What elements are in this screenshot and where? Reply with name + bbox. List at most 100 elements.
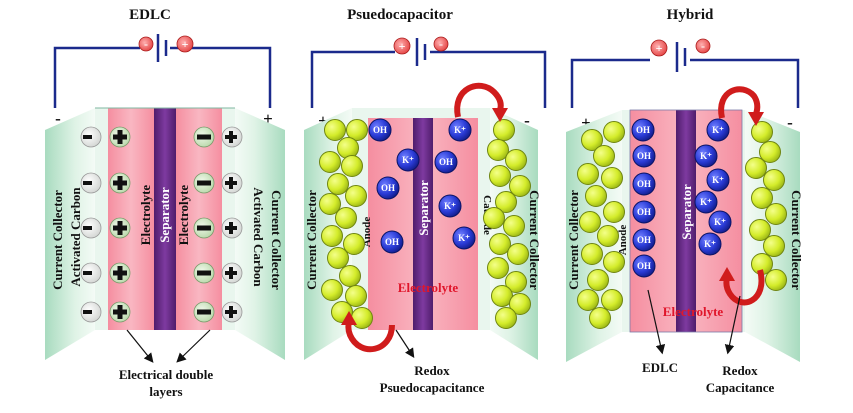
electrode-particle <box>597 225 619 247</box>
electrode-particle <box>343 233 365 255</box>
electrode-particle <box>487 257 509 279</box>
svg-text:+: + <box>656 41 663 55</box>
electrode-particle <box>765 269 787 291</box>
svg-text:K⁺: K⁺ <box>444 201 456 211</box>
wire-left <box>53 46 140 108</box>
svg-text:K⁺: K⁺ <box>454 125 466 135</box>
electrode-particle <box>603 251 625 273</box>
potassium-ion: K⁺ <box>698 232 722 256</box>
svg-text:K⁺: K⁺ <box>700 151 712 161</box>
potassium-ion: K⁺ <box>452 226 476 250</box>
redox-arrow-bottom <box>345 321 395 353</box>
hydroxide-ion: OH <box>632 254 656 278</box>
electrode-particle <box>319 151 341 173</box>
wire-left <box>310 50 395 108</box>
negative-charge-icon <box>80 217 102 239</box>
svg-text:-: - <box>144 37 148 51</box>
redox-arrow-bottom-head <box>719 267 735 281</box>
electrode-particle <box>763 169 785 191</box>
positive-charge-icon <box>221 262 243 284</box>
negative-ion-icon <box>193 262 215 284</box>
electrode-particle <box>765 203 787 225</box>
caption-line-2: Capacitance <box>706 380 775 395</box>
label-separator: Separator <box>157 187 172 243</box>
battery-negative-icon <box>138 36 154 52</box>
electrode-particle <box>603 201 625 223</box>
positive-ion-icon <box>109 172 131 194</box>
battery-symbol: - + <box>138 34 194 62</box>
electrode-particle <box>495 307 517 329</box>
separator <box>154 108 176 330</box>
electrode-particle <box>489 233 511 255</box>
potassium-ion: K⁺ <box>706 168 730 192</box>
electrode-particle <box>327 247 349 269</box>
label-current-collector-left: Current Collector <box>304 190 319 290</box>
label-electrolyte-right: Electrolyte <box>176 185 191 246</box>
electrode-particle <box>601 167 623 189</box>
label-activated-carbon-right: Activated Carbon <box>251 187 266 287</box>
hydroxide-ion: OH <box>632 200 656 224</box>
positive-ion-icon <box>109 301 131 323</box>
terminal-negative: - <box>787 113 793 132</box>
redox-arrow-top <box>718 86 761 119</box>
current-collector-left <box>45 108 95 360</box>
label-anode: Anode <box>617 225 629 256</box>
electrode-particle <box>581 129 603 151</box>
svg-text:OH: OH <box>381 183 395 193</box>
svg-text:K⁺: K⁺ <box>700 197 712 207</box>
svg-text:-: - <box>439 37 443 51</box>
positive-charge-icon <box>221 172 243 194</box>
wire-right <box>170 46 272 108</box>
label-electrolyte: Electrolyte <box>663 304 724 319</box>
terminal-negative: - <box>55 109 61 128</box>
electrode-particle <box>509 293 531 315</box>
electrode-particle <box>745 157 767 179</box>
svg-text:K⁺: K⁺ <box>704 239 716 249</box>
battery-symbol: + - <box>650 38 711 72</box>
negative-charge-icon <box>80 126 102 148</box>
electrode-particle <box>483 207 505 229</box>
terminal-positive: + <box>318 111 328 130</box>
hydroxide-ion: OH <box>631 118 655 142</box>
electrode-particle <box>505 271 527 293</box>
svg-text:-: - <box>701 39 705 53</box>
electrode-particle <box>507 243 529 265</box>
electrode-particle <box>593 145 615 167</box>
current-collector-right <box>235 108 285 360</box>
electrode-particle <box>495 191 517 213</box>
panel-edlc: EDLC - + - + Current Collector Current C… <box>45 7 285 399</box>
svg-text:OH: OH <box>637 179 651 189</box>
label-current-collector-right: Current Collector <box>269 190 284 290</box>
label-current-collector-right: Current Collector <box>789 190 804 290</box>
panel-pseudocapacitor: Psuedocapacitor + - + - Current Collecto… <box>304 7 547 395</box>
electrode-particle <box>319 193 341 215</box>
battery-positive-icon <box>393 37 411 55</box>
separator <box>413 118 433 330</box>
electrode-particle <box>489 165 511 187</box>
panel-title: Psuedocapacitor <box>347 7 453 23</box>
negative-ion-icon <box>193 172 215 194</box>
svg-text:+: + <box>399 39 406 53</box>
positive-ion-icon <box>109 126 131 148</box>
electrode-particle <box>337 137 359 159</box>
electrode-particle <box>579 211 601 233</box>
panel-title: EDLC <box>129 7 171 23</box>
electrode-particle <box>345 285 367 307</box>
label-separator: Separator <box>679 184 694 240</box>
electrode-particle <box>335 207 357 229</box>
label-activated-carbon-left: Activated Carbon <box>68 187 83 287</box>
hydroxide-ion: OH <box>434 150 458 174</box>
caption-line-1: Electrical double <box>119 367 213 382</box>
battery-symbol: + - <box>393 36 449 66</box>
svg-text:K⁺: K⁺ <box>712 175 724 185</box>
wire-right <box>430 50 547 108</box>
positive-ion-icon <box>109 217 131 239</box>
battery-positive-icon <box>176 35 194 53</box>
electrode-particle <box>324 119 346 141</box>
hydroxide-ion: OH <box>376 176 400 200</box>
electrode-particle <box>487 139 509 161</box>
label-current-collector-left: Current Collector <box>50 190 65 290</box>
